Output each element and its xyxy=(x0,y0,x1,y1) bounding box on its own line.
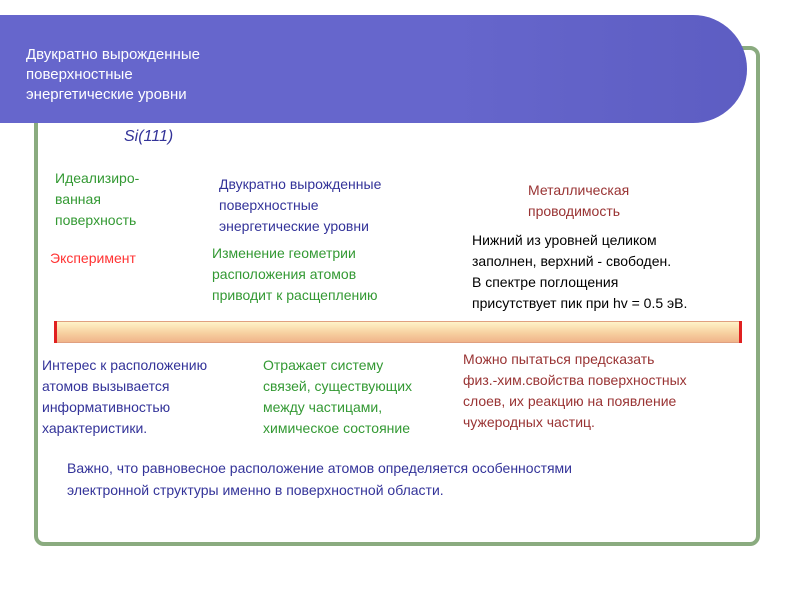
title-band: Двукратно вырожденные поверхностные энер… xyxy=(0,15,747,123)
divider-bar-left-edge xyxy=(54,321,57,343)
text-line: Эксперимент xyxy=(50,250,136,266)
text-line: чужеродных частиц. xyxy=(463,414,595,430)
text-line: информативностью xyxy=(42,399,171,415)
slide-title-line: поверхностные xyxy=(26,66,133,83)
title-band-shading xyxy=(448,15,747,123)
text-line: Важно, что равновесное расположение атом… xyxy=(67,460,573,476)
text-line: В спектре поглощения xyxy=(472,274,619,290)
text-line: поверхностные xyxy=(219,197,319,213)
content-frame xyxy=(34,46,760,546)
text-line: химическое состояние xyxy=(263,420,410,436)
text-line: связей, существующих xyxy=(263,378,413,394)
slide-title: Двукратно вырожденные поверхностные энер… xyxy=(26,45,200,105)
slide-title-line: энергетические уровни xyxy=(26,86,187,103)
level-filling-text: Нижний из уровней целиком заполнен, верх… xyxy=(472,230,687,314)
text-line: Нижний из уровней целиком xyxy=(472,232,657,248)
text-line: Идеализиро- xyxy=(55,170,140,186)
text-line: слоев, их реакцию на появление xyxy=(463,393,677,409)
text-line: электронной структуры именно в поверхнос… xyxy=(67,482,444,498)
metallic-conductivity-heading: Металлическая проводимость xyxy=(528,180,629,222)
text-line: Можно пытаться предсказать xyxy=(463,351,655,367)
text-line: заполнен, верхний - свободен. xyxy=(472,253,672,269)
text-line: поверхность xyxy=(55,212,137,228)
conclusion-text: Важно, что равновесное расположение атом… xyxy=(67,457,572,501)
degenerate-levels-heading: Двукратно вырожденные поверхностные энер… xyxy=(219,174,381,237)
text-line: атомов вызывается xyxy=(42,378,170,394)
text-line: приводит к расщеплению xyxy=(212,287,378,303)
text-line: физ.-хим.свойства поверхностных xyxy=(463,372,687,388)
interest-text: Интерес к расположению атомов вызывается… xyxy=(42,355,207,439)
prediction-text: Можно пытаться предсказать физ.-хим.свой… xyxy=(463,349,687,433)
bond-system-text: Отражает систему связей, существующих ме… xyxy=(263,355,412,439)
idealized-surface-heading: Идеализиро- ванная поверхность xyxy=(55,168,139,231)
text-line: ванная xyxy=(55,191,101,207)
experiment-label: Эксперимент xyxy=(50,248,136,269)
text-line: Изменение геометрии xyxy=(212,245,356,261)
divider-bar xyxy=(54,321,742,343)
slide-title-line: Двукратно вырожденные xyxy=(26,46,200,63)
text-line: присутствует пик при hv = 0.5 эВ. xyxy=(472,295,688,311)
text-line: расположения атомов xyxy=(212,266,357,282)
text-line: энергетические уровни xyxy=(219,218,369,234)
text-line: Отражает систему xyxy=(263,357,384,373)
text-line: между частицами, xyxy=(263,399,383,415)
si-111-label: Si(111) xyxy=(124,128,174,145)
text-line: проводимость xyxy=(528,203,621,219)
text-line: Двукратно вырожденные xyxy=(219,176,382,192)
divider-bar-right-edge xyxy=(739,321,742,343)
text-line: Металлическая xyxy=(528,182,630,198)
geometry-change-text: Изменение геометрии расположения атомов … xyxy=(212,243,378,306)
text-line: Интерес к расположению xyxy=(42,357,208,373)
text-line: характеристики. xyxy=(42,420,148,436)
